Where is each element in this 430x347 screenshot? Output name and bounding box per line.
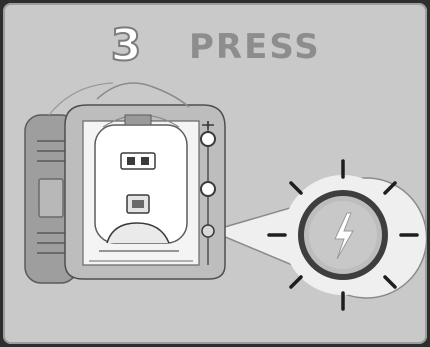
defibrillator-device-icon	[25, 83, 225, 283]
instruction-panel: 3 PRESS	[3, 3, 427, 344]
press-illustration	[3, 3, 427, 344]
